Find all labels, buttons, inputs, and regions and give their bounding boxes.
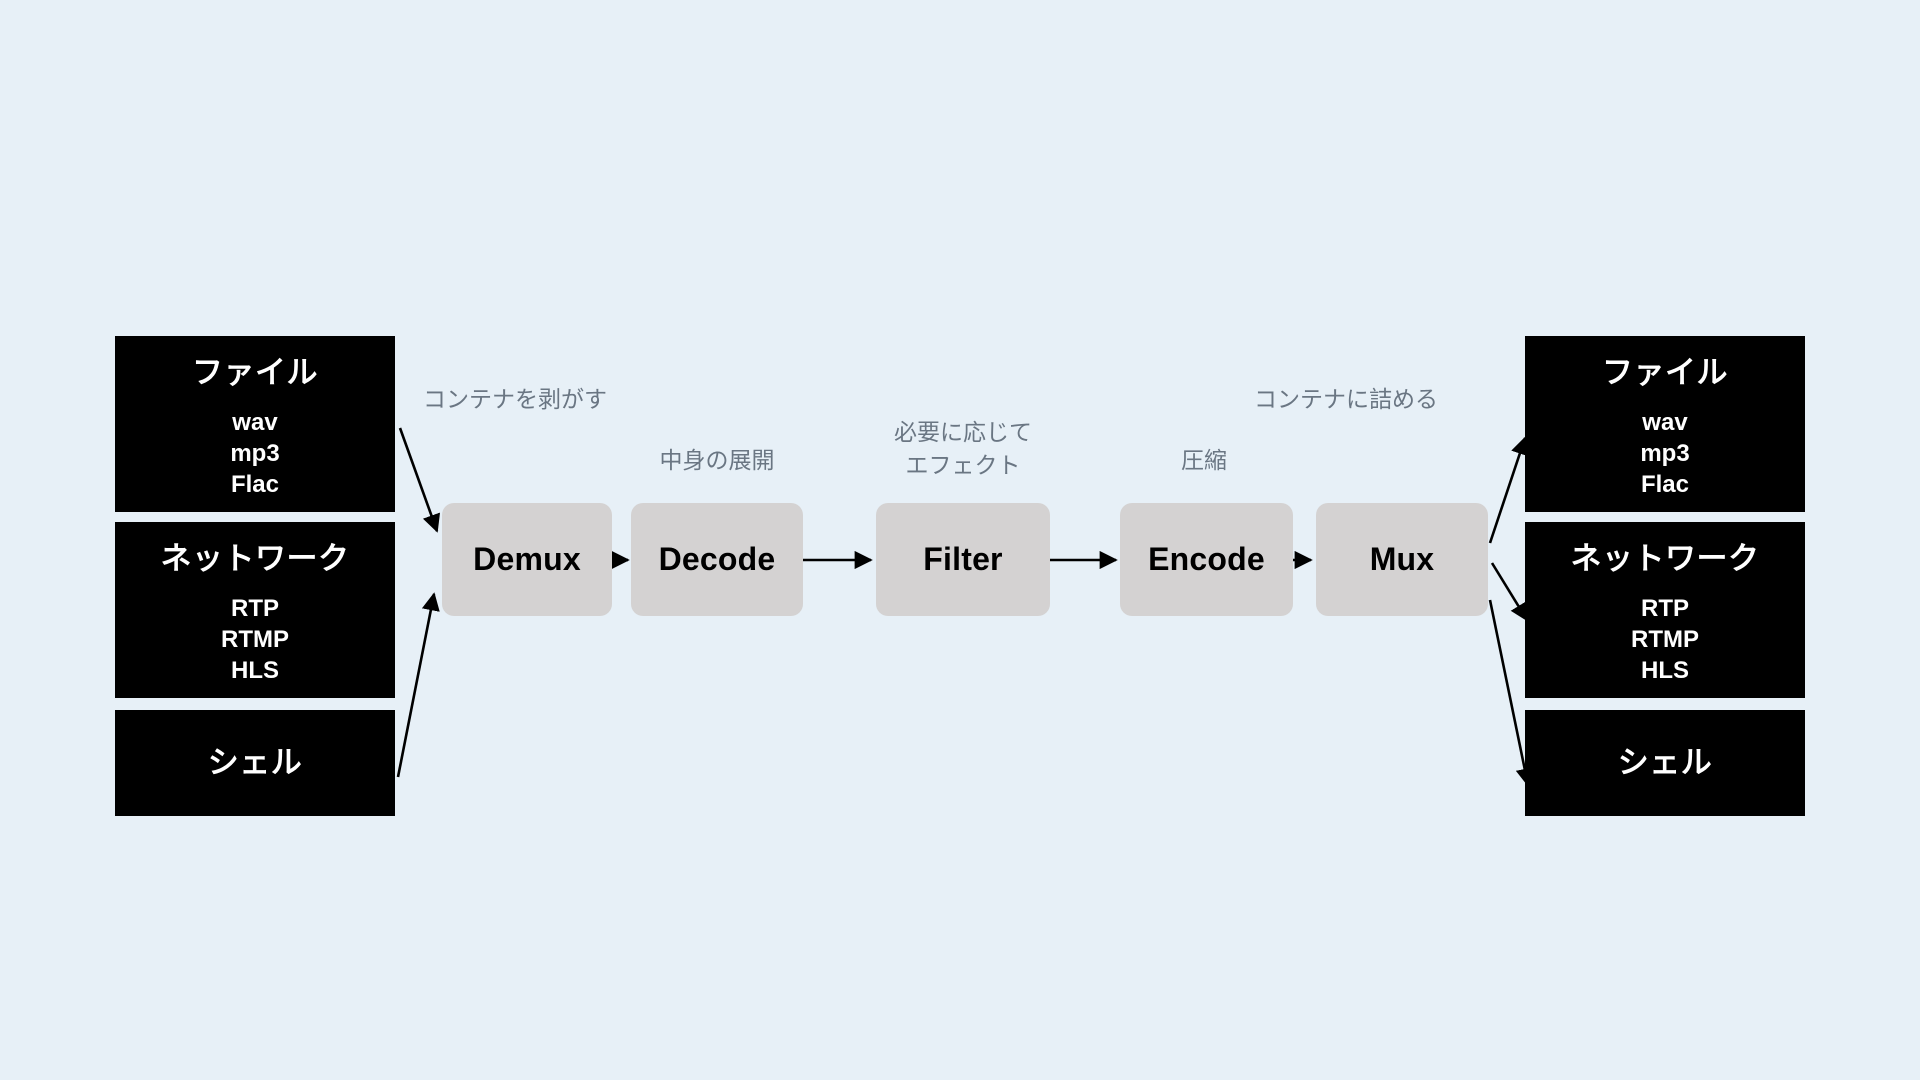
input-box-file-items: wav mp3 Flac <box>230 408 279 500</box>
list-item: HLS <box>1641 656 1689 684</box>
note-encode: 圧縮 <box>1181 447 1227 473</box>
input-box-shell-title: シェル <box>207 744 303 780</box>
list-item: RTMP <box>1631 625 1699 653</box>
output-box-network[interactable]: ネットワーク RTP RTMP HLS <box>1525 522 1805 698</box>
note-filter: 必要に応じて エフェクト <box>894 419 1032 479</box>
output-box-shell[interactable]: シェル <box>1525 710 1805 816</box>
list-item: Flac <box>1640 470 1689 498</box>
arrow-mux-to-file <box>1488 436 1529 544</box>
list-item: RTP <box>1641 595 1689 623</box>
list-item: mp3 <box>1640 439 1690 467</box>
output-box-network-items: RTP RTMP HLS <box>1631 594 1699 686</box>
list-item: mp3 <box>230 439 280 467</box>
stage-encode[interactable]: Encode <box>1120 503 1293 616</box>
note-mux: コンテナに詰める <box>1254 386 1438 412</box>
stage-demux-label: Demux <box>473 541 581 577</box>
stage-filter[interactable]: Filter <box>876 503 1050 616</box>
input-box-shell[interactable]: シェル <box>115 710 395 816</box>
list-item: wav <box>232 409 278 437</box>
input-box-file[interactable]: ファイル wav mp3 Flac <box>115 336 395 512</box>
output-box-file-title: ファイル <box>1602 355 1728 390</box>
stage-decode-label: Decode <box>658 541 776 577</box>
arrow-shell-to-demux <box>396 592 440 778</box>
stage-mux[interactable]: Mux <box>1316 503 1488 616</box>
arrow-mux-to-network <box>1490 562 1529 622</box>
stage-filter-label: Filter <box>923 541 1003 577</box>
list-item: wav <box>1642 409 1688 437</box>
note-demux: コンテナを剥がす <box>423 386 607 412</box>
arrow-mux-to-shell <box>1488 599 1534 787</box>
input-box-network-items: RTP RTMP HLS <box>221 594 289 686</box>
arrow-file-to-demux <box>398 427 441 533</box>
input-box-file-title: ファイル <box>192 355 318 390</box>
list-item: RTMP <box>221 625 289 653</box>
stage-decode[interactable]: Decode <box>631 503 803 616</box>
output-box-file[interactable]: ファイル wav mp3 Flac <box>1525 336 1805 512</box>
list-item: Flac <box>230 470 279 498</box>
output-box-file-items: wav mp3 Flac <box>1640 408 1689 500</box>
stage-demux[interactable]: Demux <box>442 503 612 616</box>
input-box-network[interactable]: ネットワーク RTP RTMP HLS <box>115 522 395 698</box>
output-box-network-title: ネットワーク <box>1570 541 1760 576</box>
input-box-network-title: ネットワーク <box>160 541 350 576</box>
stage-mux-label: Mux <box>1369 541 1435 577</box>
output-box-shell-title: シェル <box>1617 744 1713 780</box>
note-decode: 中身の展開 <box>659 447 775 473</box>
list-item: HLS <box>231 656 279 684</box>
stage-encode-label: Encode <box>1148 541 1265 577</box>
list-item: RTP <box>231 595 279 623</box>
